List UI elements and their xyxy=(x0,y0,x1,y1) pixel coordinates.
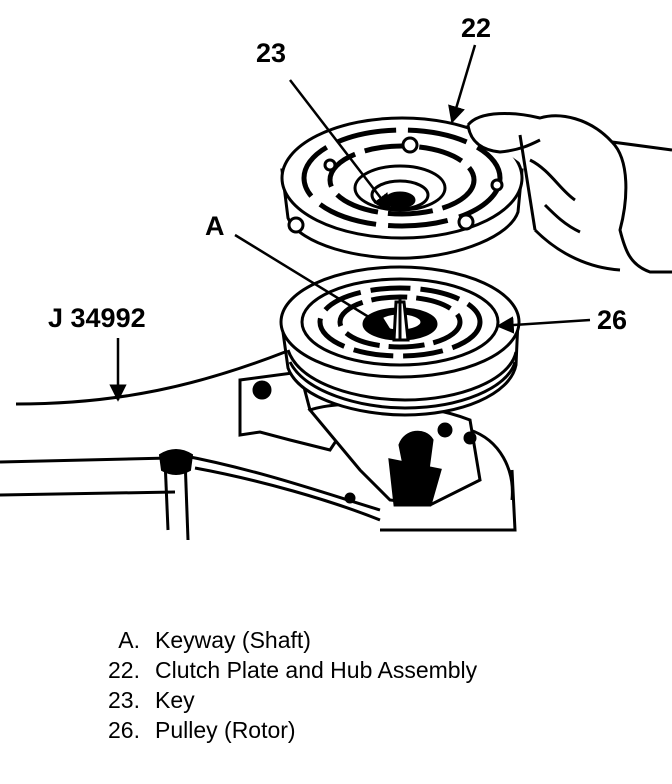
clutch-assembly-illustration xyxy=(0,44,672,541)
legend-item: 23. Key xyxy=(0,685,672,715)
legend-item: 26. Pulley (Rotor) xyxy=(0,715,672,745)
legend-item: A. Keyway (Shaft) xyxy=(0,625,672,655)
leader-22 xyxy=(448,44,477,124)
legend-text: Clutch Plate and Hub Assembly xyxy=(155,657,478,683)
callout-tool: J 34992 xyxy=(48,303,146,333)
callout-26: 26 xyxy=(597,305,628,335)
compressor-housing xyxy=(238,370,482,507)
pulley-rotor xyxy=(279,265,521,417)
legend-key: A. xyxy=(118,627,140,653)
leader-23 xyxy=(289,79,392,212)
legend-text: Pulley (Rotor) xyxy=(155,717,296,743)
callout-23: 23 xyxy=(256,38,287,68)
legend-item: 22. Clutch Plate and Hub Assembly xyxy=(0,655,672,685)
legend-key: 26. xyxy=(108,717,140,743)
callout-a: A xyxy=(205,211,225,241)
leader-a xyxy=(234,233,392,332)
legend-text: Key xyxy=(155,687,195,713)
leader-lines xyxy=(109,44,591,402)
legend-key: 23. xyxy=(108,687,140,713)
legend-text: Keyway (Shaft) xyxy=(155,627,311,653)
holding-fixture xyxy=(0,350,517,541)
callout-22: 22 xyxy=(461,13,492,43)
leader-26 xyxy=(496,316,591,334)
legend-key: 22. xyxy=(108,657,140,683)
hand-illustration xyxy=(466,112,672,274)
